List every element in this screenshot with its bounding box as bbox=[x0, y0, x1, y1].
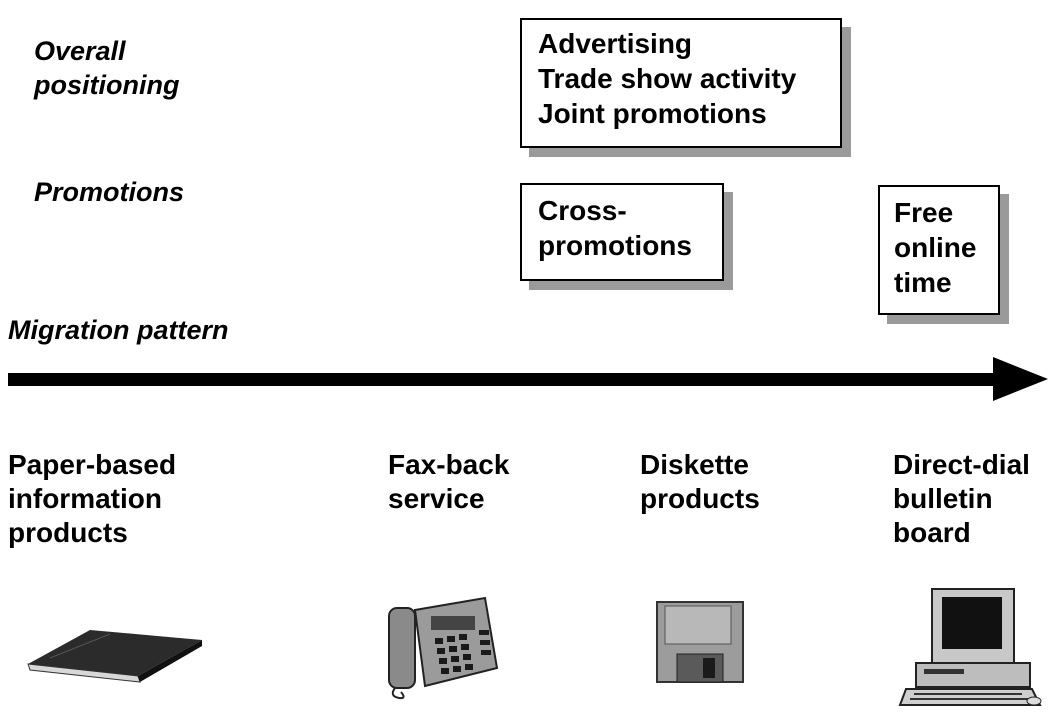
computer-icon bbox=[898, 588, 1042, 706]
stage-label-fax: Fax-back service bbox=[388, 449, 510, 514]
stage-label-bulletin-board: Direct-dial bulletin board bbox=[893, 449, 1030, 548]
telephone-fax-icon bbox=[388, 596, 499, 700]
box-line-joint-promotions: Joint promotions bbox=[538, 98, 767, 129]
row-label-overall-positioning: Overall positioning bbox=[34, 36, 180, 100]
box-line-free: Free bbox=[894, 197, 954, 228]
row-label-promotions: Promotions bbox=[34, 177, 185, 207]
box-line-time: time bbox=[894, 267, 952, 298]
box-line-promotions: promotions bbox=[538, 230, 692, 261]
box-line-trade-show: Trade show activity bbox=[538, 63, 797, 94]
cross-promotions-box: Cross- promotions bbox=[520, 183, 724, 281]
stage-label-diskette: Diskette products bbox=[640, 449, 760, 514]
stage-label-paper: Paper-based information products bbox=[8, 449, 177, 548]
free-online-time-box: Free online time bbox=[878, 185, 1000, 315]
migration-arrow bbox=[8, 357, 1048, 401]
box-line-online: online bbox=[894, 232, 977, 263]
box-line-advertising: Advertising bbox=[538, 28, 693, 59]
overall-positioning-box: Advertising Trade show activity Joint pr… bbox=[520, 18, 842, 148]
row-label-migration-pattern: Migration pattern bbox=[8, 315, 229, 345]
floppy-disk-icon bbox=[656, 601, 744, 683]
book-icon bbox=[27, 630, 202, 683]
box-line-cross: Cross- bbox=[538, 195, 627, 226]
